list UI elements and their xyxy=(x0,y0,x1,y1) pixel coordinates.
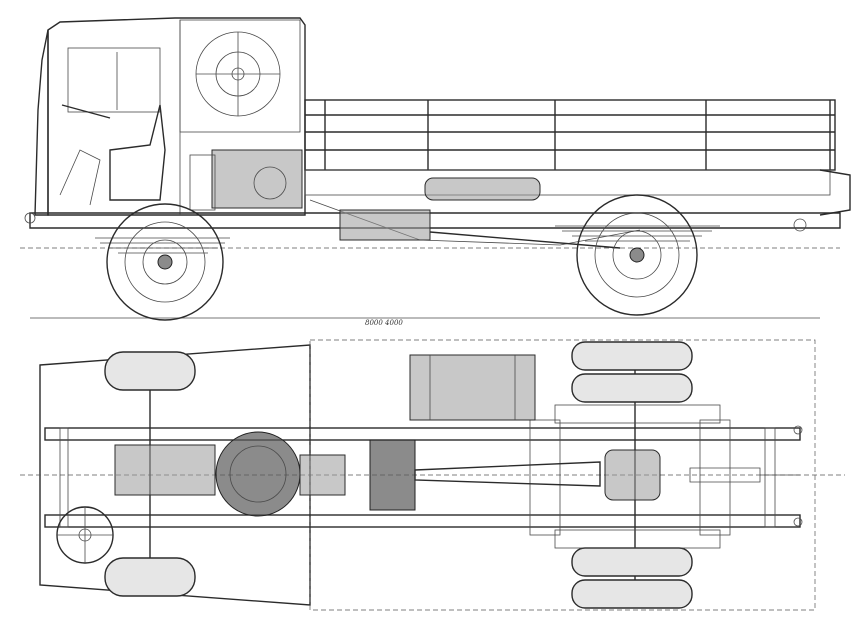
engine-top xyxy=(114,444,216,496)
bed-sideboard xyxy=(304,99,836,171)
rear-spring-top-left xyxy=(554,404,721,424)
front-tire-right xyxy=(104,557,196,597)
fuel-tank-top xyxy=(409,354,536,421)
rear-tire-right-inner xyxy=(571,547,693,577)
cab-rear-panel xyxy=(179,19,301,133)
top-view xyxy=(20,339,845,611)
rear-tire-right-outer xyxy=(571,579,693,609)
gearbox-side xyxy=(339,209,431,241)
cross-member-rear-1 xyxy=(529,419,561,536)
side-view: 8000 4000 xyxy=(20,17,851,327)
rear-tire-left-inner xyxy=(571,373,693,403)
rear-spring-top-right xyxy=(554,529,721,549)
rear-wheel xyxy=(576,194,698,316)
tow-coupling xyxy=(689,467,761,483)
rail-left xyxy=(44,427,801,441)
gearbox-top xyxy=(369,439,416,511)
drive-shaft xyxy=(429,231,621,249)
cross-member-rear-2 xyxy=(699,419,731,536)
clutch-housing xyxy=(299,454,346,496)
cargo-bed xyxy=(304,99,851,216)
flywheel-housing xyxy=(215,431,301,517)
front-wheel xyxy=(106,203,224,321)
propeller-shaft xyxy=(414,461,601,487)
dimension-label: 8000 4000 xyxy=(365,319,403,327)
seat xyxy=(109,104,166,201)
fuel-tank-side xyxy=(424,177,541,201)
cab-window xyxy=(67,47,161,113)
rail-right xyxy=(44,514,801,528)
front-tire-left xyxy=(104,351,196,391)
bed-floor xyxy=(304,169,831,196)
front-spring xyxy=(95,237,230,254)
differential xyxy=(604,449,661,501)
engine-block xyxy=(211,149,303,209)
cab xyxy=(34,17,306,216)
rear-tire-left-outer xyxy=(571,341,693,371)
